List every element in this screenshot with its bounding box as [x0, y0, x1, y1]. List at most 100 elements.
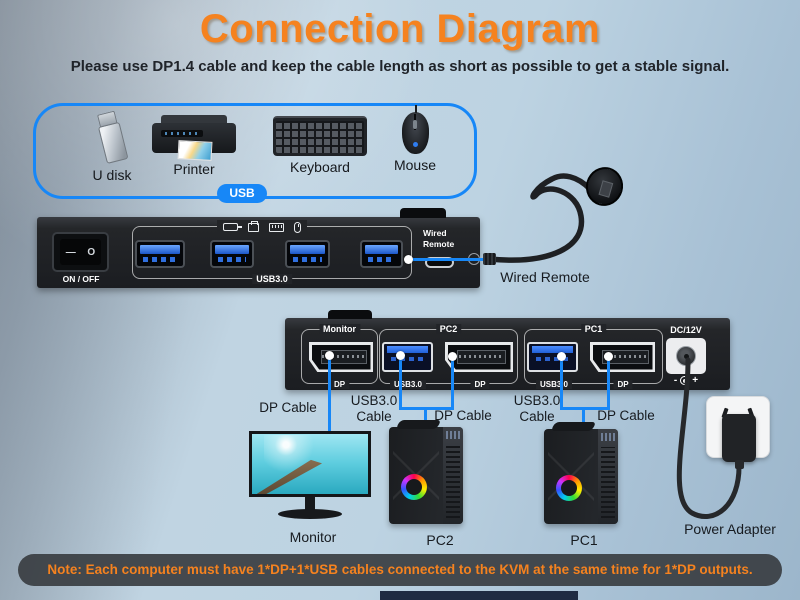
pc1-usb-label: USB3.0	[535, 380, 573, 389]
wired-remote-cable	[486, 173, 593, 263]
power-off-symbol: O	[87, 246, 96, 258]
pc1-dp-label: DP	[613, 380, 633, 389]
power-adapter-label: Power Adapter	[684, 521, 776, 537]
monitor-label: Monitor	[289, 529, 337, 545]
mouse-wheel	[413, 120, 417, 129]
polarity-symbol: - +	[657, 375, 715, 386]
usb-flash-drive-icon	[88, 108, 136, 167]
usb-peripherals-box: U disk Printer Keyboard Mouse	[33, 103, 477, 203]
pc-vents	[446, 445, 460, 518]
keyboard-keys	[276, 121, 364, 153]
polarity-minus: -	[673, 375, 678, 386]
power-rocker: — O	[60, 239, 101, 265]
port-icons-row	[217, 220, 307, 234]
bottom-edge-bar	[380, 591, 578, 600]
pc2-usb-cable-line	[399, 356, 402, 410]
printer-control-panel	[161, 130, 203, 137]
remote-cable-line	[413, 258, 485, 261]
usb3-port-1	[135, 240, 185, 268]
usb-pins	[368, 257, 395, 262]
monitor-dp-port	[309, 342, 373, 372]
keyboard-icon	[273, 116, 367, 156]
remote-port-dot	[404, 255, 413, 264]
pc2-dp-port-dot	[448, 352, 457, 361]
dp-pins	[459, 355, 505, 358]
printer-icon	[152, 114, 236, 162]
pc2-dp-cable-line	[451, 357, 454, 410]
mouse-mini-icon	[294, 221, 301, 233]
usb-tab	[532, 346, 573, 353]
mouse-led	[412, 142, 418, 147]
usb-tongue	[140, 245, 180, 254]
dp-pins	[603, 355, 647, 358]
usb-pins	[536, 357, 569, 361]
usb-group-badge: USB	[217, 184, 267, 203]
note-banner: Note: Each computer must have 1*DP+1*USB…	[18, 554, 782, 586]
power-switch-label: ON / OFF	[62, 274, 100, 284]
pc-io-ports	[601, 433, 615, 441]
monitor-illustration	[249, 431, 371, 497]
mouse-item: Mouse	[387, 105, 443, 173]
pc-rgb-fan	[401, 473, 427, 500]
pc1-dp-port-dot	[604, 352, 613, 361]
page-title: Connection Diagram	[199, 7, 601, 51]
pc1-group-bracket: PC1 USB3.0 DP	[524, 324, 663, 389]
pc2-tower	[389, 420, 463, 524]
keyboard-item: Keyboard	[273, 116, 367, 175]
pc2-usb-port-dot	[396, 351, 405, 360]
wired-remote-button	[581, 162, 628, 211]
dp-pins	[322, 355, 365, 358]
wired-remote-label-line1: Wired	[423, 228, 447, 238]
monitor-dp-cable-label: DP Cable	[259, 400, 317, 415]
printer-lid	[161, 115, 227, 125]
printer-item: Printer	[149, 114, 239, 177]
pc2-usb-label: USB3.0	[389, 380, 427, 389]
usb-pins	[143, 257, 177, 262]
pc1-cable-drop	[582, 409, 585, 431]
usb-pins	[391, 357, 424, 361]
pc-rgb-fan	[556, 474, 582, 501]
pc-front-face	[598, 429, 618, 524]
keyboard-mini-icon	[269, 222, 284, 232]
usb3-port-4	[360, 240, 403, 268]
pc1-usb-cable-label: USB3.0 Cable	[513, 393, 561, 424]
pc2-dp-port	[445, 342, 513, 372]
pc1-dp-cable-label: DP Cable	[597, 408, 655, 423]
monitor-group-label: Monitor	[319, 324, 360, 334]
dc-12v-label: DC/12V	[670, 325, 702, 335]
pc2-cable-joiner	[399, 407, 454, 410]
pc1-label: PC1	[570, 532, 598, 548]
pc2-label: PC2	[426, 532, 454, 548]
mouse-cable	[415, 105, 417, 113]
mouse-icon	[401, 105, 429, 154]
pc2-group-label: PC2	[435, 324, 462, 334]
subtitle-text: Please use DP1.4 cable and keep the cabl…	[70, 58, 730, 75]
monitor-screen-sun	[263, 435, 328, 475]
dc-power-jack	[666, 338, 706, 374]
pc1-dp-cable-line	[607, 357, 610, 410]
pc-vents	[601, 447, 615, 518]
usb3-port-3	[285, 240, 330, 268]
usb-pins	[218, 257, 246, 262]
usb3-group-bracket: USB3.0	[132, 220, 412, 284]
u-disk-body	[97, 121, 129, 164]
printer-label: Printer	[173, 161, 215, 177]
power-adapter-body	[722, 414, 756, 462]
pc1-dp-port	[590, 342, 655, 372]
pc-front-face	[443, 427, 463, 524]
pc2-usb3-port	[382, 342, 433, 372]
wired-remote-label: Wired Remote	[500, 269, 590, 285]
pc1-tower	[544, 422, 618, 524]
usb-tab	[387, 346, 428, 353]
power-adapter-neck	[735, 460, 744, 469]
keyboard-label: Keyboard	[290, 159, 350, 175]
monitor-dp-label: DP	[329, 380, 350, 389]
mouse-label: Mouse	[393, 157, 437, 173]
pc1-cable-joiner	[560, 407, 610, 410]
monitor-base	[278, 509, 342, 519]
usb-tongue	[290, 245, 325, 254]
usb3-group-label: USB3.0	[252, 274, 292, 284]
monitor-group-bracket: Monitor DP	[301, 324, 378, 389]
monitor-dp-cable-line	[328, 356, 331, 432]
pc1-usb3-port	[527, 342, 578, 372]
